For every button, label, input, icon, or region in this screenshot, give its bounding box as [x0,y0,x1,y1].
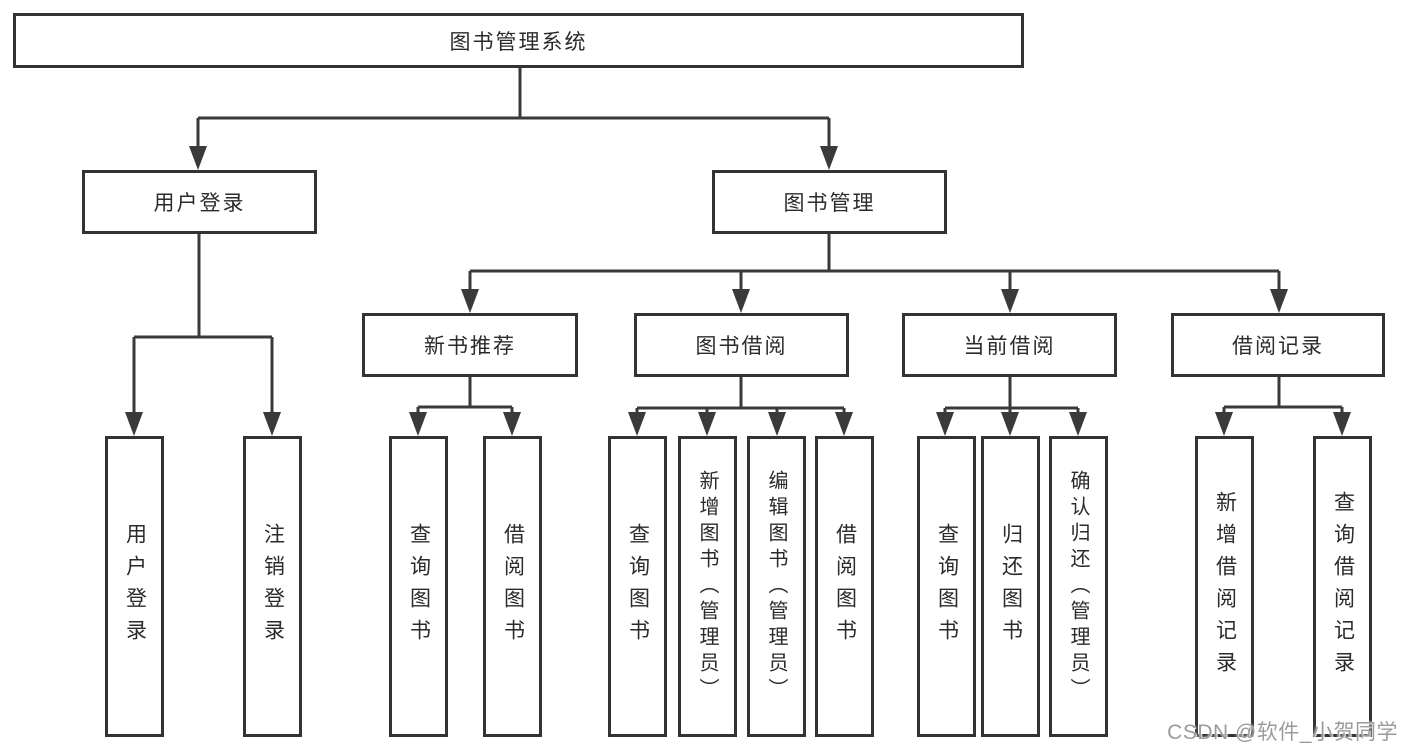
leaf-confirm-return-admin: 确认归还（管理员） [1049,436,1108,737]
leaf-borrow-books-borrowing: 借阅图书 [815,436,874,737]
leaf-borrow-books-recommend: 借阅图书 [483,436,542,737]
leaf-query-books-current: 查询图书 [917,436,976,737]
node-book-borrowing: 图书借阅 [634,313,849,377]
leaf-query-books-borrowing: 查询图书 [608,436,667,737]
node-user-login: 用户登录 [82,170,317,234]
leaf-query-books-recommend: 查询图书 [389,436,448,737]
leaf-add-borrow-record: 新增借阅记录 [1195,436,1254,737]
leaf-logout: 注销登录 [243,436,302,737]
leaf-return-books: 归还图书 [981,436,1040,737]
node-borrowing-records: 借阅记录 [1171,313,1385,377]
csdn-watermark: CSDN @软件_小贺同学 [1167,721,1398,744]
node-book-management: 图书管理 [712,170,947,234]
leaf-query-borrow-record: 查询借阅记录 [1313,436,1372,737]
node-new-book-recommend: 新书推荐 [362,313,578,377]
leaf-user-login: 用户登录 [105,436,164,737]
node-current-borrowing: 当前借阅 [902,313,1117,377]
leaf-edit-books-admin: 编辑图书（管理员） [747,436,806,737]
leaf-add-books-admin: 新增图书（管理员） [678,436,737,737]
node-library-system: 图书管理系统 [13,13,1024,68]
